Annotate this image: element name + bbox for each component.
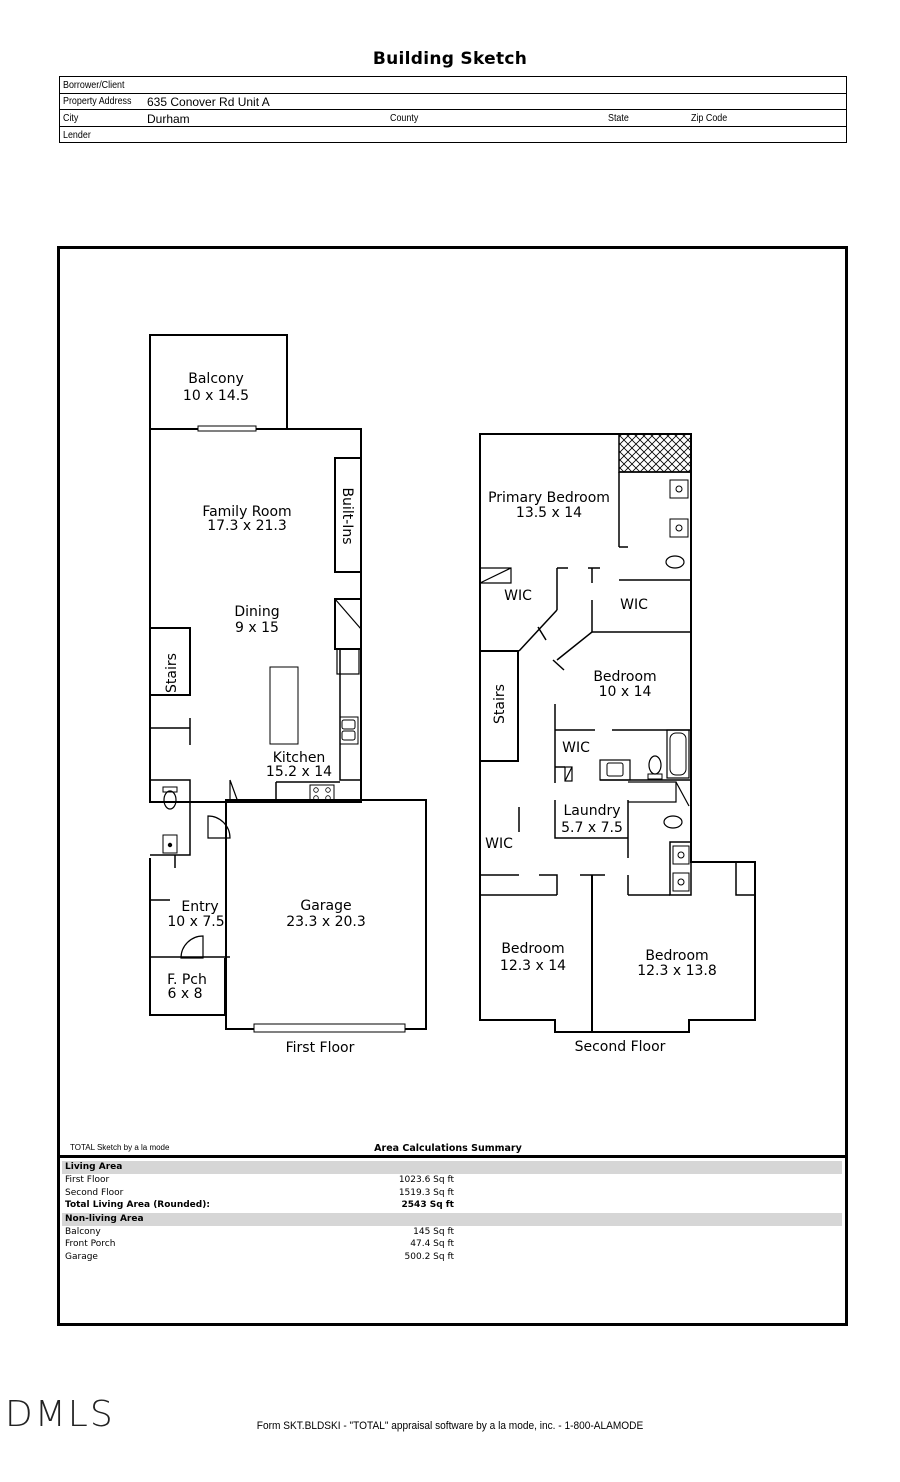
wic-label-4: WIC — [485, 836, 513, 852]
stairs-first-floor — [149, 627, 191, 696]
builtins-cabinet — [334, 457, 362, 573]
kitchen-dimensions: 15.2 x 14 — [266, 764, 332, 780]
summary-row-name: First Floor — [65, 1175, 110, 1185]
toilet-mid-icon — [648, 755, 662, 775]
family-room-dimensions: 17.3 x 21.3 — [207, 518, 287, 534]
summary-divider — [60, 1155, 845, 1158]
primary-bedroom-label: Primary Bedroom — [488, 490, 610, 506]
kitchen-sink — [339, 716, 359, 745]
total-living-label: Total Living Area (Rounded): — [65, 1200, 210, 1210]
sketch-credit: TOTAL Sketch by a la mode — [70, 1143, 170, 1152]
summary-row-amount: 500.2 Sq ft — [404, 1252, 454, 1262]
summary-row: Front Porch 47.4 Sq ft — [62, 1238, 842, 1251]
kitchen-range — [309, 784, 335, 803]
summary-row-name: Second Floor — [65, 1188, 124, 1198]
summary-row: Garage 500.2 Sq ft — [62, 1251, 842, 1264]
toilet-upper-icon — [665, 555, 685, 569]
summary-row: Second Floor 1519.3 Sq ft — [62, 1187, 842, 1200]
summary-row-name: Front Porch — [65, 1239, 116, 1249]
dining-label: Dining — [234, 604, 279, 620]
balcony-label: Balcony — [188, 371, 244, 387]
shower-tile — [618, 433, 692, 473]
borrower-row: Borrower/Client — [60, 77, 846, 94]
total-living-row: Total Living Area (Rounded): 2543 Sq ft — [62, 1199, 842, 1212]
living-area-header-label: Living Area — [65, 1162, 123, 1172]
first-floor-label: First Floor — [286, 1040, 355, 1056]
lender-label: Lender — [63, 129, 91, 141]
primary-bedroom-dimensions: 13.5 x 14 — [516, 505, 582, 521]
nonliving-area-header-label: Non-living Area — [65, 1214, 144, 1224]
summary-row-amount: 145 Sq ft — [413, 1227, 454, 1237]
floor-plan-sketch: Balcony 10 x 14.5 Family Room 17.3 x 21.… — [149, 334, 756, 1056]
summary-row-name: Garage — [65, 1252, 98, 1262]
slider-door — [197, 425, 257, 432]
balcony-dimensions: 10 x 14.5 — [183, 388, 249, 404]
dmls-watermark-logo: DMLS — [5, 1394, 115, 1435]
stairs-label-second: Stairs — [492, 684, 508, 724]
property-info-table: Borrower/Client Property Address 635 Con… — [59, 76, 847, 143]
dining-dimensions: 9 x 15 — [235, 620, 279, 636]
wic-label-2: WIC — [620, 597, 648, 613]
bedroom-3-dimensions: 12.3 x 14 — [500, 958, 566, 974]
entry-label: Entry — [181, 899, 218, 915]
bedroom-2-label: Bedroom — [593, 669, 656, 685]
city-label: City — [63, 112, 79, 124]
sketch-frame — [57, 246, 848, 1326]
city-value: Durham — [147, 112, 190, 126]
county-label: County — [390, 112, 419, 124]
state-label: State — [608, 112, 629, 124]
stairs-label-first: Stairs — [164, 653, 180, 693]
front-porch-label: F. Pch — [167, 972, 207, 988]
summary-row-amount: 47.4 Sq ft — [410, 1239, 454, 1249]
city-row: City Durham County State Zip Code — [60, 110, 846, 127]
laundry-dimensions: 5.7 x 7.5 — [561, 820, 623, 836]
front-porch-dimensions: 6 x 8 — [168, 986, 203, 1002]
stairs-second-floor — [479, 650, 519, 762]
address-label: Property Address — [63, 95, 132, 107]
bathtub — [666, 729, 690, 779]
laundry-label: Laundry — [563, 803, 620, 819]
sink-icon — [162, 834, 178, 854]
summary-row: First Floor 1023.6 Sq ft — [62, 1174, 842, 1187]
total-living-amount: 2543 Sq ft — [401, 1200, 454, 1210]
form-footer: Form SKT.BLDSKI - "TOTAL" appraisal soft… — [256, 1420, 644, 1432]
lender-row: Lender — [60, 127, 846, 143]
zip-label: Zip Code — [691, 112, 728, 124]
garage-label: Garage — [300, 898, 351, 914]
second-floor-label: Second Floor — [575, 1039, 666, 1055]
entry-dimensions: 10 x 7.5 — [167, 914, 224, 930]
family-room-label: Family Room — [202, 504, 291, 520]
bedroom-3-label: Bedroom — [501, 941, 564, 957]
toilet-icon — [163, 790, 177, 810]
kitchen-label: Kitchen — [273, 750, 326, 766]
page-title: Building Sketch — [372, 49, 528, 69]
bedroom-2-dimensions: 10 x 14 — [599, 684, 652, 700]
bedroom-4-label: Bedroom — [645, 948, 708, 964]
summary-row-amount: 1519.3 Sq ft — [398, 1188, 454, 1198]
borrower-label: Borrower/Client — [63, 79, 125, 91]
address-value: 635 Conover Rd Unit A — [147, 95, 270, 109]
wic-label-1: WIC — [504, 588, 532, 604]
door-swing-icon — [207, 815, 231, 839]
bedroom-4-dimensions: 12.3 x 13.8 — [637, 963, 717, 979]
kitchen-island — [269, 666, 299, 745]
address-row: Property Address 635 Conover Rd Unit A — [60, 93, 846, 110]
garage-dimensions: 23.3 x 20.3 — [286, 914, 366, 930]
garage-door — [253, 1023, 406, 1033]
nonliving-area-header: Non-living Area — [62, 1213, 842, 1226]
living-area-header: Living Area — [62, 1161, 842, 1174]
second-floor-outline — [479, 433, 756, 1033]
builtins-label: Built-Ins — [339, 487, 355, 544]
summary-title: Area Calculations Summary — [374, 1143, 522, 1154]
summary-row-amount: 1023.6 Sq ft — [398, 1175, 454, 1185]
summary-row-name: Balcony — [65, 1227, 101, 1237]
wic-label-3: WIC — [562, 740, 590, 756]
front-door-icon — [180, 935, 204, 959]
summary-row: Balcony 145 Sq ft — [62, 1226, 842, 1239]
